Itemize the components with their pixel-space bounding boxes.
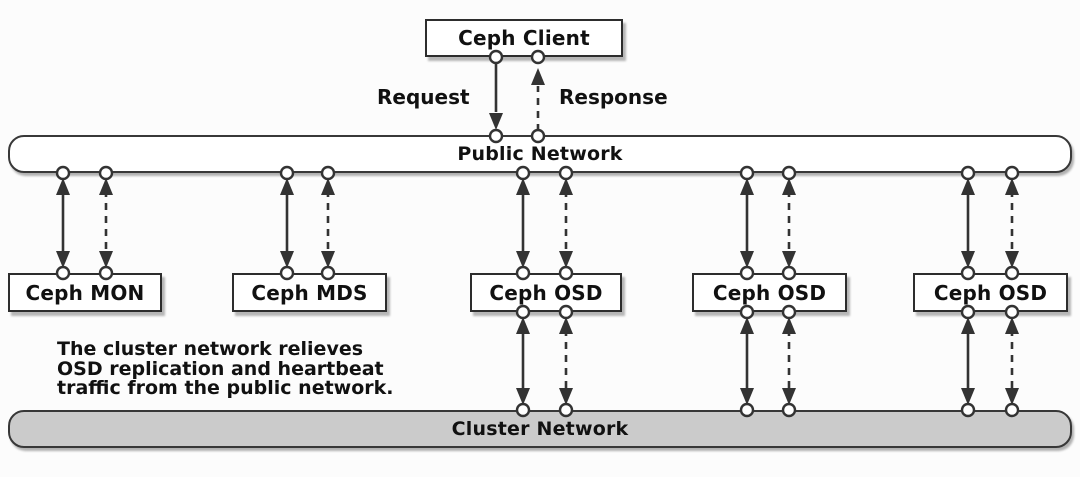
node-ceph-mds: Ceph MDS: [232, 273, 387, 312]
node-ceph-osd-2: Ceph OSD: [692, 273, 847, 312]
dashed-arrowhead-up: [1005, 317, 1019, 334]
cluster-network-label: Cluster Network: [451, 418, 629, 440]
node-ceph-osd-2-label: Ceph OSD: [712, 280, 827, 305]
response-arrow-label: Response: [559, 85, 668, 109]
cluster-network-bar: Cluster Network: [8, 410, 1072, 448]
public-network-label: Public Network: [457, 143, 623, 165]
dashed-arrowhead-down: [321, 251, 335, 268]
dashed-arrowhead-down: [99, 251, 113, 268]
solid-arrowhead-down: [516, 251, 530, 268]
solid-arrowhead-down: [740, 388, 754, 405]
annotation-line-1: The cluster network relieves: [57, 338, 364, 360]
solid-arrowhead-up: [516, 317, 530, 334]
solid-arrowhead-up: [961, 317, 975, 334]
response-arrowhead: [531, 68, 545, 85]
node-ceph-client-label: Ceph Client: [458, 26, 590, 50]
solid-arrowhead-down: [740, 251, 754, 268]
node-ceph-client: Ceph Client: [425, 19, 623, 57]
solid-arrowhead-down: [280, 251, 294, 268]
dashed-arrowhead-up: [559, 317, 573, 334]
node-ceph-mon: Ceph MON: [8, 273, 162, 312]
dashed-arrowhead-up: [782, 317, 796, 334]
node-ceph-osd-3-label: Ceph OSD: [933, 280, 1048, 305]
request-arrow-label: Request: [377, 85, 470, 109]
dashed-arrowhead-down: [559, 388, 573, 405]
node-ceph-mds-label: Ceph MDS: [251, 280, 368, 305]
solid-arrowhead-down: [56, 251, 70, 268]
solid-arrowhead-up: [961, 178, 975, 195]
solid-arrowhead-down: [961, 388, 975, 405]
cluster-network-annotation: The cluster network relieves OSD replica…: [57, 338, 394, 399]
dashed-arrowhead-down: [1005, 388, 1019, 405]
solid-arrowhead-up: [740, 317, 754, 334]
dashed-arrowhead-down: [559, 251, 573, 268]
solid-arrowhead-up: [280, 178, 294, 195]
dashed-arrowhead-up: [99, 178, 113, 195]
dashed-arrowhead-up: [321, 178, 335, 195]
solid-arrowhead-up: [56, 178, 70, 195]
dashed-arrowhead-down: [1005, 251, 1019, 268]
solid-arrowhead-down: [516, 388, 530, 405]
dashed-arrowhead-up: [1005, 178, 1019, 195]
annotation-line-3: traffic from the public network.: [57, 377, 394, 399]
solid-arrowhead-up: [740, 178, 754, 195]
dashed-arrowhead-down: [782, 251, 796, 268]
dashed-arrowhead-up: [782, 178, 796, 195]
node-ceph-mon-label: Ceph MON: [25, 280, 145, 305]
solid-arrowhead-down: [961, 251, 975, 268]
public-network-bar: Public Network: [8, 135, 1072, 173]
dashed-arrowhead-down: [782, 388, 796, 405]
solid-arrowhead-up: [516, 178, 530, 195]
node-ceph-osd-1-label: Ceph OSD: [489, 280, 603, 305]
node-ceph-osd-1: Ceph OSD: [470, 273, 622, 312]
dashed-arrowhead-up: [559, 178, 573, 195]
annotation-line-2: OSD replication and heartbeat: [57, 357, 384, 380]
request-arrowhead: [489, 113, 503, 130]
node-ceph-osd-3: Ceph OSD: [913, 273, 1068, 312]
